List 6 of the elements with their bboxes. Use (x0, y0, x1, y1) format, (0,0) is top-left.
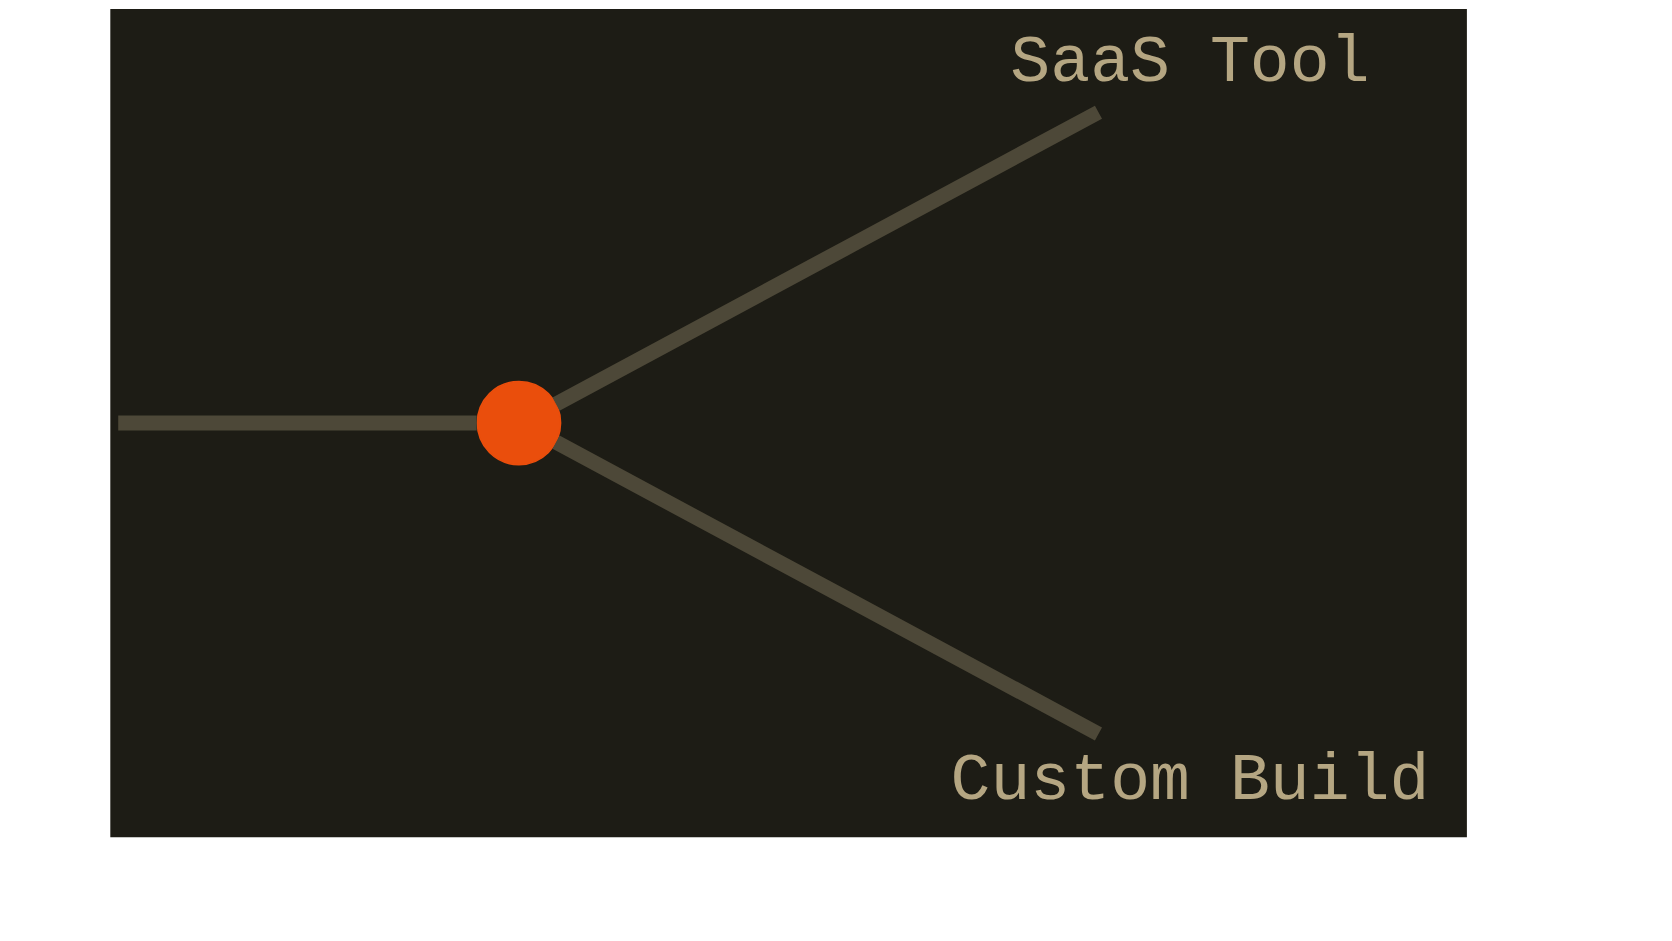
node-text: Custom Build (950, 743, 1429, 819)
connector (117, 415, 477, 431)
connector (552, 435, 1102, 741)
connector (552, 105, 1102, 411)
node-text: SaaS Tool (1009, 25, 1370, 101)
node-circle (476, 380, 561, 465)
